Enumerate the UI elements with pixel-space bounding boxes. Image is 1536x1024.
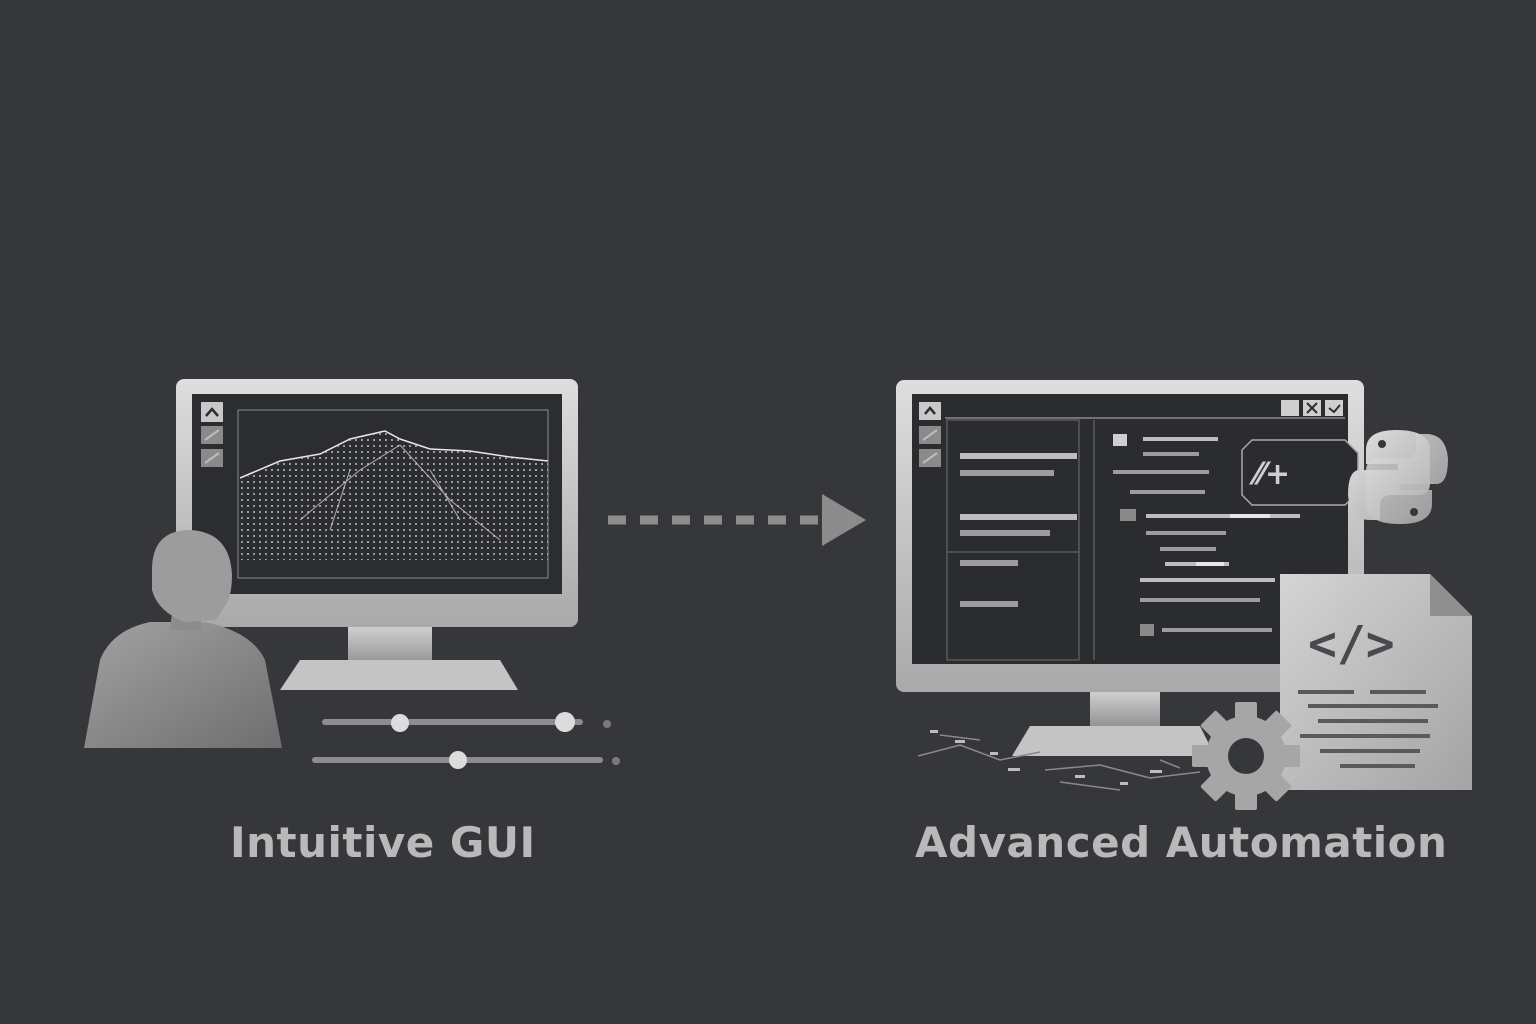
automation-tag: ⁄⁄+ [1241,439,1359,506]
slider-icon [312,712,620,769]
wireframe-terrain-icon [239,430,549,560]
tag-text: ⁄⁄+ [1249,457,1290,492]
dashed-arrow-right-icon [608,494,866,546]
caption-intuitive-gui: Intuitive GUI [230,818,536,867]
code-file-icon: </> [1280,574,1472,790]
circuit-lines-icon [917,734,1201,791]
python-logo-icon [1348,430,1448,524]
caption-advanced-automation: Advanced Automation [915,818,1448,867]
person-icon [84,530,282,748]
left-monitor [176,379,578,690]
gear-icon [1192,702,1300,810]
code-glyph: </> [1308,616,1395,672]
tool-buttons [201,402,223,467]
